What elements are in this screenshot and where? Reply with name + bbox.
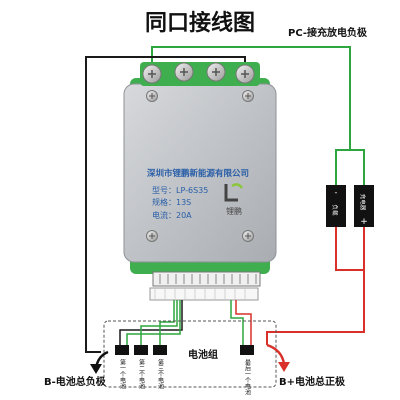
cell-last: 最后一个电池: [240, 345, 254, 395]
balance-pins: [159, 274, 257, 284]
top-terminals: [140, 62, 260, 86]
cell-3-label: 第三个电池: [157, 358, 164, 389]
b-minus-label: B-电池总负极: [44, 375, 107, 388]
charger-label-pos: 充电器: [359, 194, 367, 211]
charger-load-box: - + 负载 充电器: [326, 185, 374, 227]
cell-2: 第二个电池: [134, 345, 148, 389]
cell-1: 第一个电池: [115, 345, 129, 389]
b-plus-arrow-icon: [266, 343, 286, 365]
charger-minus: -: [335, 188, 338, 197]
company-name: 深圳市锂鹏新能源有限公司: [147, 168, 249, 179]
page-title: 同口接线图: [145, 10, 255, 36]
plate-screws: [146, 90, 254, 242]
battery-pack-outline: [103, 320, 277, 388]
cell-2-label: 第二个电池: [138, 358, 145, 389]
spec-current: 电流：20A: [152, 210, 192, 220]
b-plus-red-wire: [335, 227, 365, 271]
b-plus-red-wire-2: [266, 270, 365, 345]
spec-config: 规格：13S: [152, 197, 191, 207]
pc-green-wire-2: [350, 149, 365, 185]
brand-logo-icon: [224, 183, 244, 202]
pc-label: PC-接充放电负极: [288, 26, 368, 39]
cell-last-label: 最后一个电池: [244, 359, 251, 395]
balance-cable: [149, 287, 259, 301]
cell-3: 第三个电池: [153, 345, 167, 389]
spec-model: 型号：LP-6S35: [152, 186, 208, 195]
balance-connector: [152, 271, 261, 287]
cell-1-label: 第一个电池: [119, 358, 126, 389]
charger-label-neg: 负载: [331, 204, 339, 216]
pc-green-wire: [151, 46, 351, 185]
b-plus-label: B+电池总正极: [279, 375, 346, 388]
charger-plus: +: [360, 217, 368, 227]
balance-wires: [119, 300, 252, 345]
brand-name: 锂鹏: [226, 206, 242, 216]
pack-label: 电池组: [188, 348, 218, 361]
